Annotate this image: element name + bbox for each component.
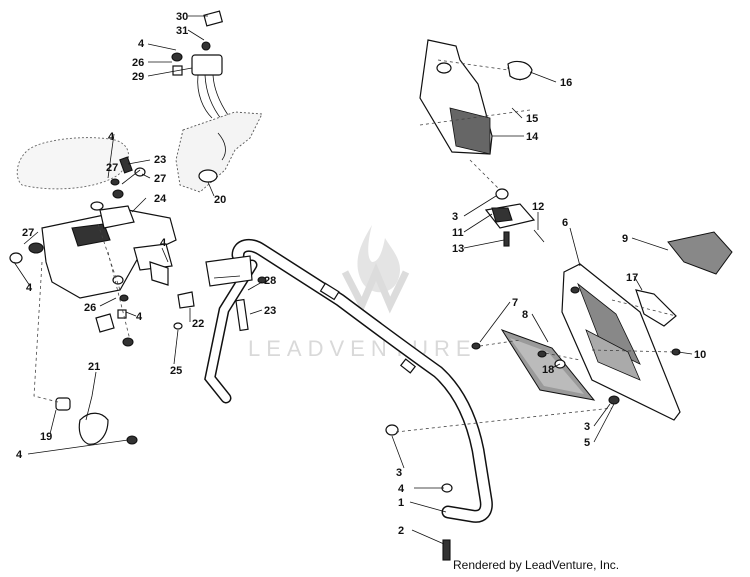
cover-plate (667, 231, 733, 275)
guide-line (395, 407, 613, 433)
watermark: LEADVENTURE (248, 225, 477, 361)
callout-30: 30 (176, 11, 188, 23)
callout-8: 8 (522, 309, 528, 321)
callout-18: 18 (542, 364, 554, 376)
callout-1: 1 (398, 497, 404, 509)
callout-4: 4 (16, 449, 23, 461)
callout-26: 26 (132, 57, 144, 69)
callout-3: 3 (452, 211, 458, 223)
callout-21: 21 (88, 361, 100, 373)
callout-3: 3 (396, 467, 402, 479)
small-hardware-top-left (90, 156, 146, 211)
callout-28: 28 (264, 275, 276, 287)
callout-31: 31 (176, 25, 188, 37)
callout-4: 4 (160, 237, 167, 249)
callout-4: 4 (108, 131, 115, 143)
callout-26: 26 (84, 302, 96, 314)
callout-27: 27 (22, 227, 34, 239)
callout-4: 4 (138, 38, 145, 50)
side-plate-upper (419, 39, 533, 191)
seat-outline (16, 137, 129, 190)
callout-4: 4 (136, 311, 143, 323)
callout-23: 23 (264, 305, 276, 317)
callout-27: 27 (106, 162, 118, 174)
guide-line (611, 299, 677, 317)
callout-13: 13 (452, 243, 464, 255)
guide-line (479, 339, 521, 347)
clip-bracket (635, 289, 677, 327)
callout-17: 17 (626, 272, 638, 284)
guide-line (469, 159, 501, 191)
callout-25: 25 (170, 365, 182, 377)
callout-16: 16 (560, 77, 572, 89)
grille-panel (500, 329, 596, 401)
switch-assembly (171, 10, 229, 121)
callout-23: 23 (154, 154, 166, 166)
leader-lines (13, 15, 693, 545)
callout-15: 15 (526, 113, 538, 125)
callout-27: 27 (154, 173, 166, 185)
callout-10: 10 (694, 349, 706, 361)
watermark-text: LEADVENTURE (248, 336, 477, 361)
callout-20: 20 (214, 194, 226, 206)
guide-line (419, 109, 531, 126)
callout-12: 12 (532, 201, 544, 213)
callout-9: 9 (622, 233, 628, 245)
mount-bracket (9, 205, 195, 347)
guide-line (591, 349, 675, 353)
column-housing (175, 111, 263, 193)
callout-24: 24 (154, 193, 167, 205)
side-panel (561, 263, 681, 421)
callout-14: 14 (526, 131, 539, 143)
screw (471, 342, 481, 350)
callout-2: 2 (398, 525, 404, 537)
guide-line (539, 351, 581, 361)
guide-line (33, 261, 59, 403)
handle-bar-tube (204, 238, 493, 561)
callout-22: 22 (192, 318, 204, 330)
credit-text: Rendered by LeadVenture, Inc. (453, 558, 620, 572)
callout-4: 4 (26, 282, 33, 294)
callout-4: 4 (398, 483, 405, 495)
foot-bracket (55, 397, 138, 445)
callout-3: 3 (584, 421, 590, 433)
screw (537, 350, 547, 358)
callout-6: 6 (562, 217, 568, 229)
callout-7: 7 (512, 297, 518, 309)
callout-19: 19 (40, 431, 52, 443)
callout-11: 11 (452, 227, 464, 239)
callout-5: 5 (584, 437, 590, 449)
callout-29: 29 (132, 71, 144, 83)
callouts: 30 31 4 26 29 4 23 27 27 24 20 27 4 4 26… (16, 11, 706, 537)
mount-bracket-lower (484, 188, 545, 247)
